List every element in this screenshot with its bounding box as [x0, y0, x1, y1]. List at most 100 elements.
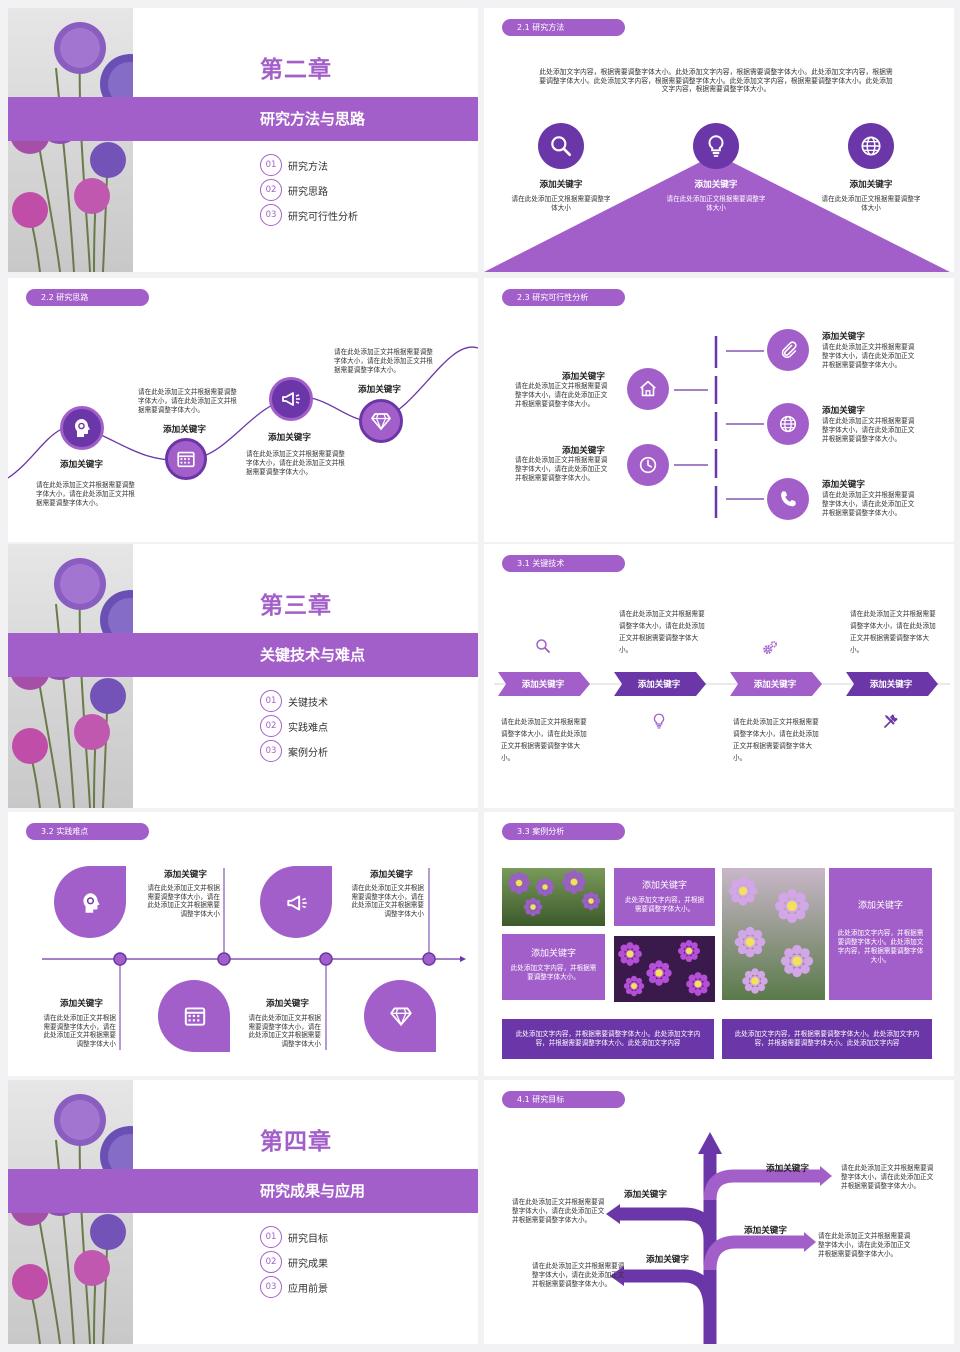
toc-number: 02: [260, 715, 282, 737]
slide-2-3[interactable]: 2.3 研究可行性分析 添加关键字 请在此处添加正文并根据需要调整字体大小，请在…: [484, 278, 954, 542]
keyword-label: 添加关键字: [163, 425, 206, 435]
toc-number: 03: [260, 740, 282, 762]
keyword-desc: 请在此处添加正文并根据需要调整字体大小，请在此处添加正文并根据需要调整字体大小。: [246, 450, 345, 476]
keyword-desc: 请在此处添加正文并根据需要调整字体大小，请在此处添加正文并根据需要调整字体大小。: [818, 1232, 911, 1258]
keyword-desc: 此处添加文字内容，并根据需要调整字体大小。此处添加文字内容，并根据需要调整字体大…: [837, 929, 924, 964]
toc-item[interactable]: 02 实践难点: [260, 715, 328, 737]
keyword-desc: 请在此处添加正文并根据需要调整字体大小，请在此处添加正文并根据需要调整字体大小。: [822, 417, 915, 443]
section-pill: 3.2 实践难点: [26, 823, 149, 840]
keyword-label: 添加关键字: [646, 1255, 689, 1265]
toc-label: 研究思路: [288, 186, 328, 198]
chapter-title: 第四章: [260, 1129, 332, 1155]
keyword-label: 添加关键字: [694, 180, 738, 190]
triangle-background: [484, 154, 950, 272]
keyword-label: 添加关键字: [822, 480, 865, 490]
slide-3-1[interactable]: 3.1 关键技术 添加关键字 添加关键字 添加关键字 添加关键字 请在此处添加正…: [484, 544, 954, 808]
keyword-label: 添加关键字: [164, 870, 207, 880]
home-icon: [627, 368, 669, 410]
case-card: 添加关键字 此处添加文字内容，并根据需要调整字体大小。: [502, 934, 605, 1000]
keyword-desc: 请在此处添加正文并根据需要调整字体大小，请在此处添加正文并根据需要调整字体大小。: [733, 718, 819, 762]
slide-3-2[interactable]: 3.2 实践难点 添加关键字 请在此处添加正文并根据需要调整字体大小，请在此处添…: [8, 812, 478, 1076]
summary-box: 此处添加文字内容，并根据需要调整字体大小。此处添加文字内容，并根据需要调整字体大…: [502, 1019, 714, 1059]
slide-chapter-3[interactable]: 第三章 关键技术与难点 01 关键技术 02 实践难点 03 案例分析: [8, 544, 478, 808]
toc-label: 案例分析: [288, 747, 328, 759]
keyword-desc: 请在此处添加正文并根据需要调整字体大小，请在此处添加正文并根据需要调整字体大小。: [822, 491, 915, 517]
toc-item[interactable]: 01 研究方法: [260, 154, 328, 176]
case-card: 添加关键字 此处添加文字内容，并根据需要调整字体大小。此处添加文字内容，并根据需…: [829, 868, 932, 1000]
chapter-title: 第三章: [260, 593, 332, 619]
toc-label: 关键技术: [288, 697, 328, 709]
arrow-label: 添加关键字: [521, 680, 565, 690]
toc-number: 01: [260, 690, 282, 712]
keyword-label: 添加关键字: [766, 1164, 809, 1174]
chapter-subtitle: 研究方法与思路: [260, 110, 366, 128]
keyword-desc: 请在此处添加正文并根据需要调整字体大小，请在此处添加正文并根据需要调整字体大小。: [515, 382, 608, 408]
keyword-label: 添加关键字: [268, 433, 311, 443]
slide-2-1[interactable]: 2.1 研究方法 此处添加文字内容，根据需要调整字体大小。此处添加文字内容，根据…: [484, 8, 954, 272]
photo-daisy-flowers: [722, 868, 825, 1000]
gears-icon: [761, 639, 779, 661]
toc-label: 实践难点: [288, 722, 328, 734]
keyword-desc: 此处添加文字内容，并根据需要调整字体大小。: [624, 896, 705, 913]
section-pill: 2.1 研究方法: [502, 19, 625, 36]
chapter-subtitle-band: 研究方法与思路: [8, 97, 478, 141]
toc-item[interactable]: 03 案例分析: [260, 740, 328, 762]
keyword-label: 添加关键字: [370, 870, 413, 880]
keyword-desc: 请在此处添加正文并根据需要调整字体大小，请在此处添加正文并根据需要调整字体大小。: [619, 610, 705, 654]
magnifier-icon: [534, 637, 552, 659]
toc-label: 研究目标: [288, 1233, 328, 1245]
keyword-label: 添加关键字: [562, 372, 605, 382]
toc-item[interactable]: 01 关键技术: [260, 690, 328, 712]
keyword-label: 添加关键字: [60, 460, 103, 470]
toc-item[interactable]: 02 研究思路: [260, 179, 328, 201]
toc-label: 研究成果: [288, 1258, 328, 1270]
keyword-label: 添加关键字: [266, 999, 309, 1009]
head-gear-icon: [60, 406, 104, 450]
arrow-label: 添加关键字: [869, 680, 913, 690]
calendar-icon: [182, 1003, 208, 1033]
photo-purple-flowers: [502, 868, 605, 926]
section-pill: 4.1 研究目标: [502, 1091, 625, 1108]
toc-label: 应用前景: [288, 1283, 328, 1295]
clock-icon: [627, 444, 669, 486]
keyword-label: 添加关键字: [822, 406, 865, 416]
paperclip-icon: [767, 329, 809, 371]
slide-4-1[interactable]: 4.1 研究目标 添加关键字 请在此处添加正文并根据需要调整字体大小，请在此处添…: [484, 1080, 954, 1344]
globe-icon: [767, 403, 809, 445]
toc-number: 02: [260, 179, 282, 201]
magnifier-icon: [538, 123, 584, 169]
summary-box: 此处添加文字内容，并根据需要调整字体大小。此处添加文字内容，并根据需要调整字体大…: [722, 1019, 932, 1059]
section-pill: 2.2 研究思路: [26, 289, 149, 306]
slide-2-2[interactable]: 2.2 研究思路 添加关键字 请在此处添加正文并根据需要调整字体大小，请在此处添…: [8, 278, 478, 542]
signpost-arrows: [606, 1132, 832, 1344]
keyword-desc: 请在此处添加正文并根据需要调整字体大小，请在此处添加正文并根据需要调整字体大小。: [841, 1164, 934, 1190]
keyword-desc: 请在此处添加正文根据需要调整字体大小: [666, 195, 766, 212]
slide-3-3[interactable]: 3.3 案例分析 添加关键字 此处添加文字内容，并根据需要调整字体大小。 添加关…: [484, 812, 954, 1076]
keyword-label: 添加关键字: [822, 332, 865, 342]
tools-icon: [882, 712, 900, 734]
keyword-label: 添加关键字: [857, 901, 903, 911]
keyword-desc: 请在此处添加正文并根据需要调整字体大小，请在此处添加正文并根据需要调整字体大小。: [822, 343, 915, 369]
case-card: 添加关键字 此处添加文字内容，并根据需要调整字体大小。: [614, 868, 715, 926]
photo-aster-flowers: [614, 936, 715, 1002]
intro-text: 此处添加文字内容，根据需要调整字体大小。此处添加文字内容，根据需要调整字体大小。…: [539, 68, 893, 93]
chapter-subtitle-band: 研究成果与应用: [8, 1169, 478, 1213]
keyword-desc: 请在此处添加正文根据需要调整字体大小: [821, 195, 921, 212]
chapter-subtitle-band: 关键技术与难点: [8, 633, 478, 677]
keyword-desc: 请在此处添加正文根据需要调整字体大小: [511, 195, 611, 212]
keyword-label: 添加关键字: [539, 180, 583, 190]
toc-number: 01: [260, 154, 282, 176]
arrow-label: 添加关键字: [637, 680, 681, 690]
toc-number: 03: [260, 204, 282, 226]
keyword-label: 添加关键字: [641, 881, 687, 891]
keyword-label: 添加关键字: [60, 999, 103, 1009]
keyword-desc: 请在此处添加正文并根据需要调整字体大小，请在此处添加正文并根据需要调整字体大小。: [850, 610, 936, 654]
calendar-icon: [165, 438, 207, 480]
toc-label: 研究方法: [288, 161, 328, 173]
